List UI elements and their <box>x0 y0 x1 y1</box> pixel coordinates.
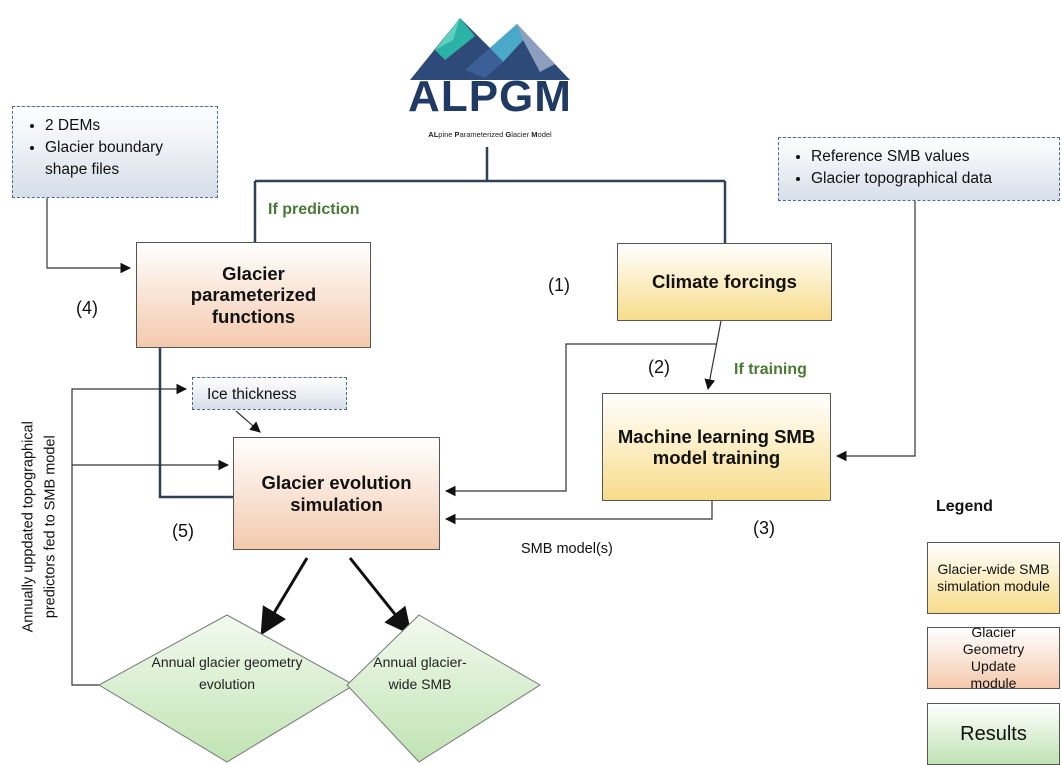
step-2-label: (2) <box>648 357 670 377</box>
step-5-label: (5) <box>172 521 194 541</box>
climate-forcings-box: Climate forcings <box>617 243 832 321</box>
dems-arrow <box>46 198 132 274</box>
result-geometry-label: Annual glacier geometry evolution <box>151 654 303 692</box>
ice-thickness-box: Ice thickness <box>192 377 347 410</box>
alpgm-logo: ALPGM ALpine Parameterized Glacier Model <box>400 10 580 140</box>
logo-branch-lines <box>158 147 727 499</box>
legend-results: Results <box>927 703 1060 765</box>
legend-geometry-module: Glacier Geometry Update module <box>927 624 1060 691</box>
result-smb-label: Annual glacier-wide SMB <box>373 654 467 692</box>
legend-title: Legend <box>936 498 993 515</box>
reference-input-box: Reference SMB values Glacier topographic… <box>778 137 1060 201</box>
reference-input-item: Glacier topographical data <box>811 168 1049 190</box>
feedback-loop-label-line: Annually uppdated topographical <box>20 421 37 633</box>
climate-to-ml-arrow <box>704 320 722 391</box>
glacier-parameterized-functions-label: Glacier parameterized functions <box>190 263 317 327</box>
dem-input-item: 2 DEMs <box>45 115 207 137</box>
logo-wordmark: ALPGM <box>408 72 572 121</box>
legend-results-label: Results <box>960 722 1027 745</box>
glacier-evolution-label: Glacier evolution simulation <box>261 472 412 515</box>
feedback-loop-label: Annually uppdated topographical predicto… <box>18 357 62 697</box>
dem-input-item: Glacier boundary shape files <box>45 137 207 181</box>
reference-to-ml-arrow <box>835 201 916 462</box>
step-3-label: (3) <box>753 518 775 538</box>
smb-model-arrow <box>444 501 713 525</box>
legend-geometry-module-label: Glacier Geometry Update module <box>962 624 1025 691</box>
output-smb-arrow <box>348 557 412 636</box>
logo-subtitle: ALpine Parameterized Glacier Model <box>428 130 552 139</box>
feedback-loop <box>71 383 188 686</box>
feedback-loop-label-line: predictors fed to SMB model <box>42 435 58 619</box>
result-smb-diamond <box>346 614 541 763</box>
ice-thickness-arrow <box>235 410 261 433</box>
reference-input-item: Reference SMB values <box>811 146 1049 168</box>
dem-input-box: 2 DEMs Glacier boundary shape files <box>12 106 218 198</box>
step-4-label: (4) <box>76 298 98 318</box>
result-geometry-diamond <box>97 614 355 763</box>
climate-forcings-label: Climate forcings <box>652 271 797 293</box>
step-1-label: (1) <box>548 275 570 295</box>
output-geometry-arrow <box>260 557 309 636</box>
ml-training-label: Machine learning SMB model training <box>617 425 816 468</box>
glacier-evolution-box: Glacier evolution simulation <box>233 437 440 550</box>
glacier-parameterized-functions-box: Glacier parameterized functions <box>136 242 371 348</box>
ml-training-box: Machine learning SMB model training <box>602 393 831 501</box>
if-training-label: If training <box>734 361 807 378</box>
mountain-logo-icon <box>410 18 570 80</box>
legend-smb-module-label: Glacier-wide SMB simulation module <box>937 561 1050 594</box>
climate-to-evolution-arrow <box>444 343 716 497</box>
if-prediction-label: If prediction <box>268 201 360 218</box>
legend-smb-module: Glacier-wide SMB simulation module <box>927 542 1060 614</box>
smb-models-label: SMB model(s) <box>521 541 613 557</box>
